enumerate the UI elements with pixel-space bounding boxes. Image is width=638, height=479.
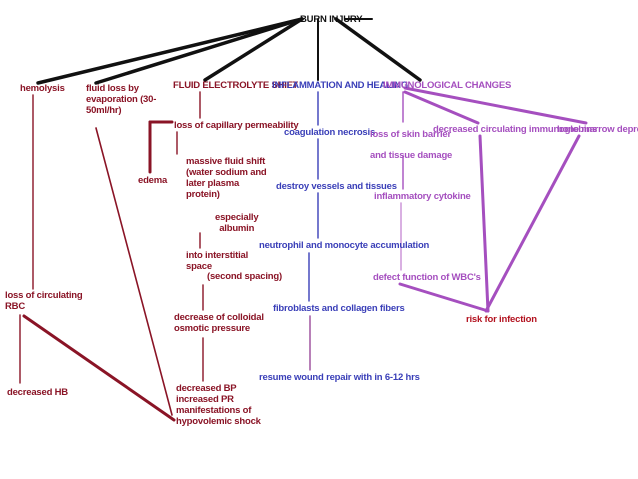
- link-immuno-bone-marrow: [403, 86, 588, 125]
- node-inflammatory-cytokine: inflammatory cytokine: [374, 191, 471, 202]
- link-defect-risk: [398, 282, 490, 313]
- link-root-fluid-electrolyte: [203, 17, 304, 82]
- node-neutrophil-monocyte: neutrophil and monocyte accumulation: [259, 240, 430, 251]
- node-defect-function-wbc: defect function of WBC's: [373, 272, 481, 283]
- link-root-hemolysis: [36, 17, 304, 85]
- node-fluid-loss-evaporation: fluid loss by evaporation (30- 50ml/hr): [86, 83, 157, 116]
- node-loss-skin-barrier: loss of skin barrier and tissue damage: [370, 129, 453, 161]
- link-immunoglobins-risk: [478, 134, 490, 313]
- node-into-interstitial-space: into interstitial space: [186, 250, 249, 272]
- link-bone-marrow-risk: [484, 134, 581, 313]
- node-hemolysis: hemolysis: [20, 83, 65, 94]
- link-root-immunological: [334, 17, 422, 82]
- node-hypovolemic-shock: decreased BP increased PR manifestations…: [176, 383, 261, 427]
- node-decrease-colloidal-pressure: decrease of colloidal osmotic pressure: [174, 312, 264, 334]
- node-massive-fluid-shift: massive fluid shift (water sodium and la…: [186, 156, 267, 200]
- node-burn-injury: BURN INJURY: [300, 14, 363, 25]
- node-edema: edema: [138, 175, 168, 186]
- node-fibroblasts-collagen: fibroblasts and collagen fibers: [273, 303, 405, 314]
- node-resume-wound-repair: resume wound repair with in 6-12 hrs: [259, 372, 420, 383]
- node-coagulation-necrosis: coagulation necrosis: [284, 127, 376, 138]
- node-loss-circulating-rbc: loss of circulating RBC: [5, 290, 83, 312]
- node-decreased-hb: decreased HB: [7, 387, 68, 398]
- node-fluid-electrolyte-shift: FLUID ELECTROLYTE SHIFT: [173, 80, 298, 91]
- link-loss-rbc-shock: [22, 314, 176, 422]
- node-especially-albumin: especially albumin: [215, 212, 259, 234]
- node-inflammation-healing: INFLAMMATION AND HEALING: [272, 80, 409, 91]
- link-root-fluid-loss: [94, 17, 304, 85]
- link-immuno-immunoglobins: [403, 90, 480, 125]
- node-decreased-immunoglobins: decreased circulating immunoglobins: [433, 124, 598, 135]
- node-destroy-vessels: destroy vessels and tissues: [276, 181, 397, 192]
- node-bone-marrow-depression: bone marrow depression: [557, 124, 638, 135]
- link-fluid-loss-shock: [95, 127, 173, 416]
- node-immunological-changes: IMMUNOLOGICAL CHANGES: [383, 80, 512, 91]
- node-second-spacing: (second spacing): [207, 271, 282, 282]
- node-risk-for-infection: risk for infection: [466, 314, 537, 325]
- node-loss-capillary-permeability: loss of capillary permeability: [174, 120, 299, 131]
